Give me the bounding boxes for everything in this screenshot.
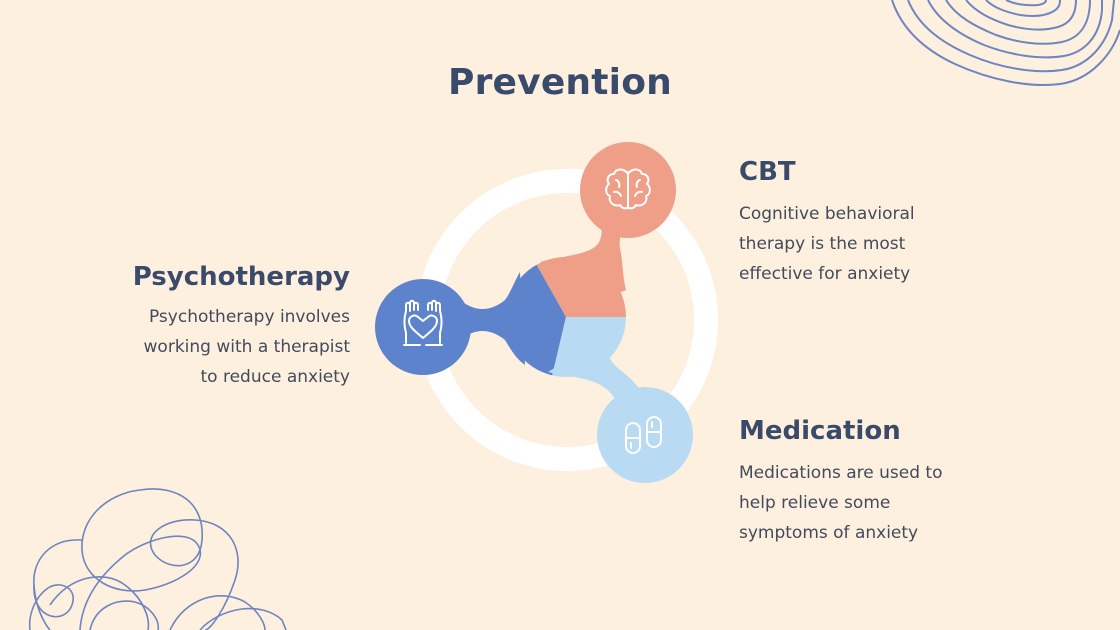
description-line: Cognitive behavioral [739, 204, 915, 224]
cbt-connector [540, 215, 626, 300]
hands-heart-icon [403, 299, 443, 346]
scribble-loops-decoration [28, 488, 287, 630]
psychotherapy-block: Psychotherapy Psychotherapy involves wor… [120, 262, 350, 392]
psychotherapy-connector [460, 272, 525, 365]
description-line: to reduce anxiety [200, 367, 350, 387]
description-line: therapy is the most [739, 234, 906, 254]
psychotherapy-node [375, 279, 471, 375]
psychotherapy-heading: Psychotherapy [132, 262, 350, 292]
medication-description: Medications are used to help relieve som… [739, 458, 969, 548]
page-title: Prevention [448, 62, 672, 103]
description-line: working with a therapist [143, 337, 350, 357]
concentric-lines-decoration [891, 0, 1120, 87]
medication-block: Medication Medications are used to help … [739, 416, 969, 548]
description-line: help relieve some [739, 493, 891, 513]
cbt-description: Cognitive behavioral therapy is the most… [739, 199, 939, 289]
psychotherapy-segment [506, 257, 566, 377]
description-line: Medications are used to [739, 463, 943, 483]
psychotherapy-description: Psychotherapy involves working with a th… [120, 302, 350, 392]
medication-connector [548, 330, 640, 400]
cbt-block: CBT Cognitive behavioral therapy is the … [739, 157, 939, 289]
description-line: Psychotherapy involves [148, 307, 350, 327]
description-line: effective for anxiety [739, 264, 911, 284]
cbt-heading: CBT [739, 157, 796, 187]
medication-node [597, 387, 693, 483]
pills-icon [625, 416, 662, 454]
description-line: symptoms of anxiety [739, 523, 919, 543]
brain-icon [605, 168, 651, 210]
medication-heading: Medication [739, 416, 901, 446]
